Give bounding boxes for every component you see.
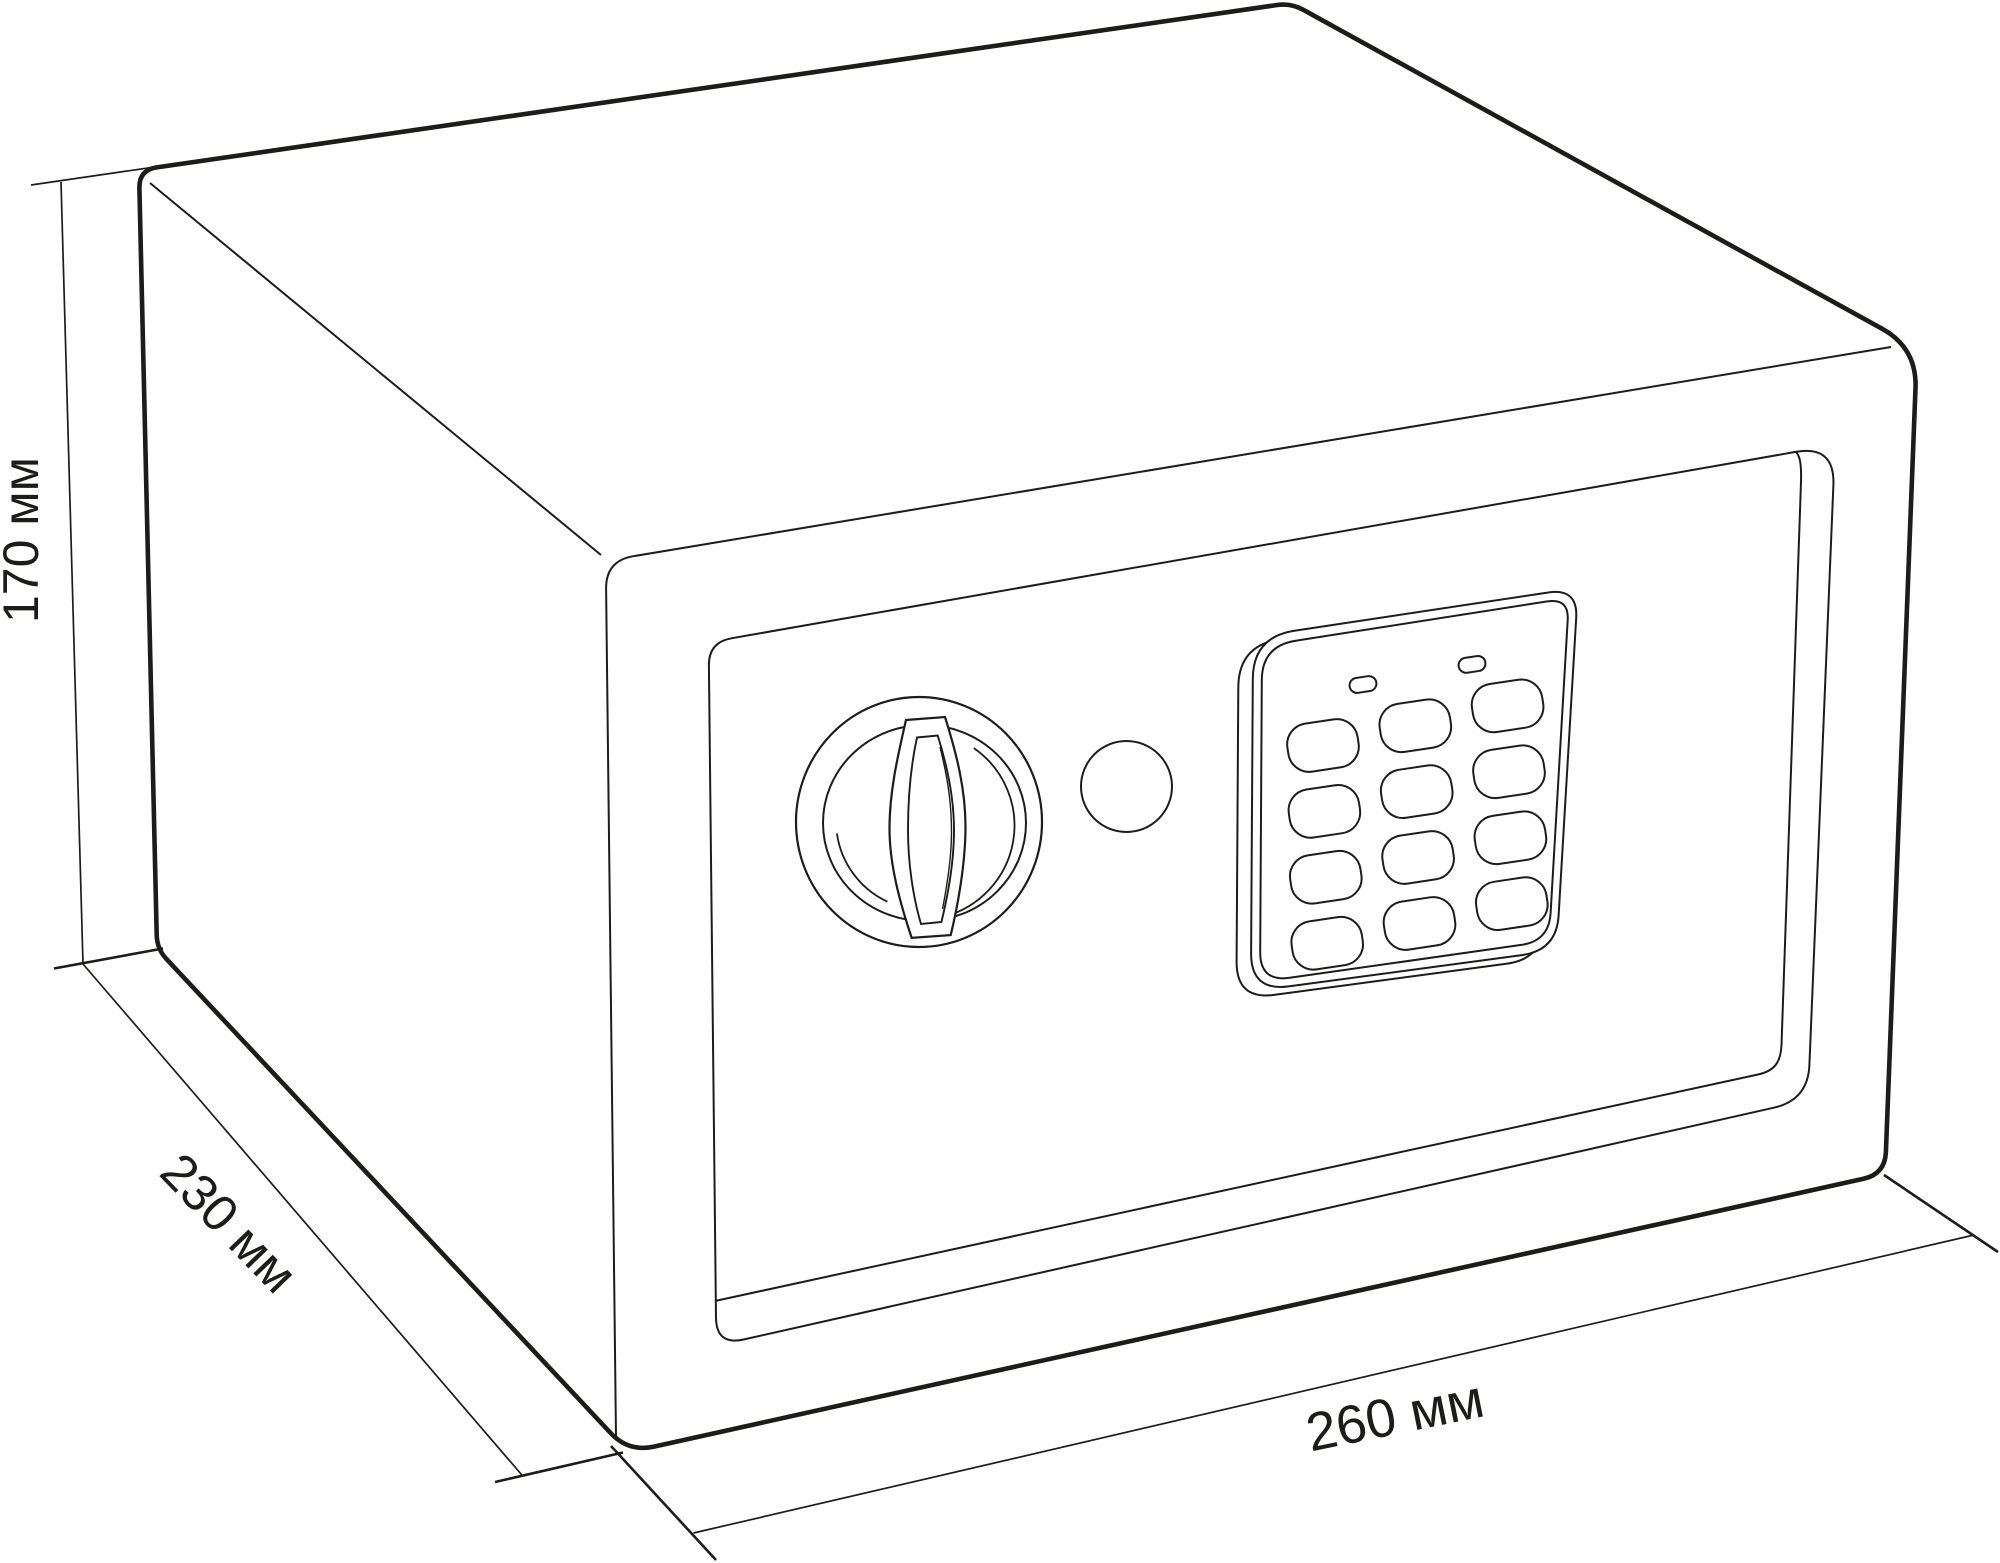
svg-text:170 мм: 170 мм: [0, 457, 49, 623]
